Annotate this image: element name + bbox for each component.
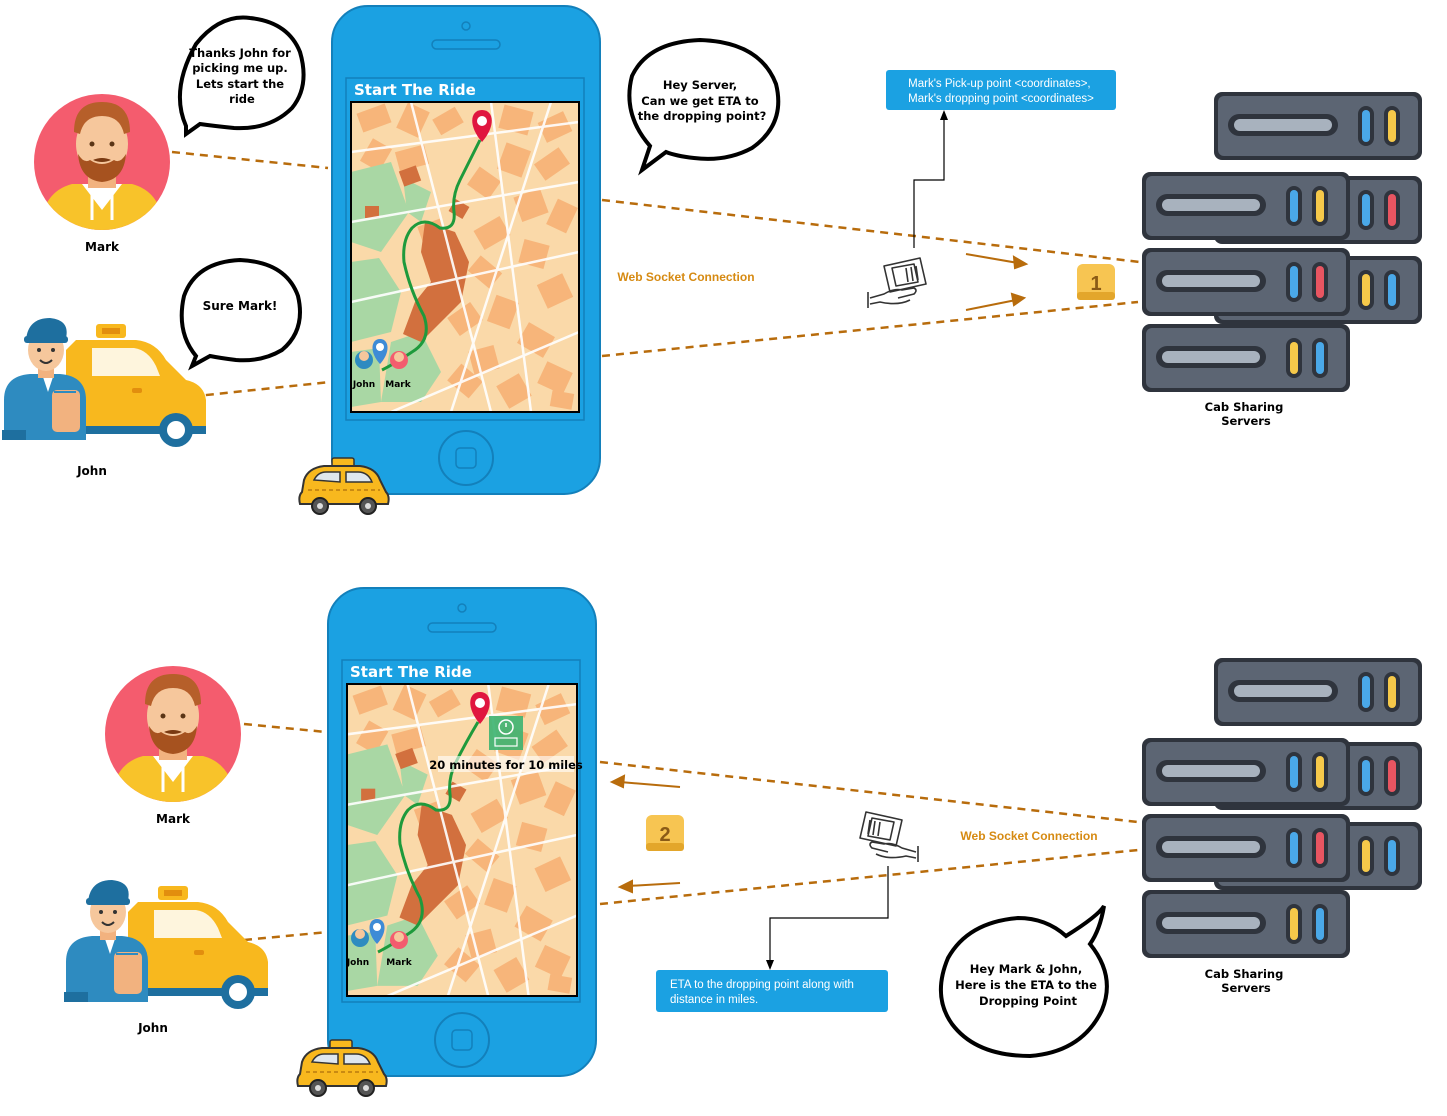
request-info-line: Mark's Pick-up point <coordinates>, [908, 78, 1090, 90]
server-speech-line: Here is the ETA to the [955, 978, 1097, 992]
phone-speaker-icon [427, 622, 497, 633]
phone-camera-icon [457, 603, 467, 613]
server-label-line: Cab Sharing [1205, 967, 1284, 981]
dashed-links [243, 722, 1139, 942]
step-badge-number: 1 [1090, 273, 1101, 295]
mark-speech-line: Thanks John for [189, 46, 291, 60]
john-with-taxi-icon [63, 879, 269, 1010]
map-view[interactable] [346, 683, 578, 997]
request-arrows [965, 253, 1029, 311]
map-label-john: John [346, 958, 369, 968]
server-label-line: Cab Sharing [1205, 400, 1284, 414]
step-badge-number: 2 [659, 824, 670, 846]
response-connector [769, 866, 889, 962]
svg-text:Cab Sharing Servers: Cab Sharing Servers [1205, 400, 1288, 428]
connection-label: Web Socket Connection [960, 829, 1097, 843]
server-speech-line: Dropping Point [979, 994, 1077, 1008]
phone-device: Start The Ride John Mark [331, 5, 601, 495]
step-badge: 1 [1077, 264, 1115, 300]
server-stack-icon [1142, 92, 1422, 392]
svg-text:ETA to the dropping point alon: ETA to the dropping point along with dis… [670, 979, 857, 1006]
phone-home-button[interactable] [438, 430, 494, 486]
phone-speech-line: Can we get ETA to [641, 94, 759, 108]
john-name-label: John [137, 1021, 168, 1035]
step-badge: 2 [646, 815, 684, 851]
response-info-line: ETA to the dropping point along with [670, 979, 854, 991]
connection-label: Web Socket Connection [617, 270, 754, 284]
server-stack-icon [1142, 658, 1422, 958]
phone-camera-icon [461, 21, 471, 31]
mark-speech-bubble: Thanks John for picking me up. Lets star… [177, 15, 306, 138]
svg-text:Cab Sharing Servers: Cab Sharing Servers [1205, 967, 1288, 995]
phone-home-button[interactable] [434, 1012, 490, 1068]
john-speech-line: Sure Mark! [203, 299, 278, 313]
mark-avatar-icon [105, 666, 241, 802]
map-label-john: John [352, 380, 375, 390]
request-info-line: Mark's dropping point <coordinates> [908, 93, 1094, 105]
phone-screen-title: Start The Ride [354, 81, 476, 99]
data-transfer-icon [859, 811, 919, 863]
mark-avatar-icon [34, 94, 170, 230]
request-connector [913, 118, 945, 248]
john-with-taxi-icon [1, 317, 207, 448]
data-transfer-icon [867, 257, 927, 309]
john-name-label: John [76, 464, 107, 478]
map-label-mark: Mark [385, 380, 411, 390]
eta-clock-icon [489, 716, 523, 750]
server-label-line: Servers [1221, 981, 1271, 995]
map-view[interactable] [350, 101, 580, 413]
john-speech-bubble: Sure Mark! [179, 257, 302, 371]
bottom-section: Mark John Start The Ride [63, 587, 1422, 1097]
eta-text: 20 minutes for 10 miles [429, 758, 583, 772]
response-arrows [609, 774, 681, 894]
phone-speech-line: the dropping point? [638, 109, 767, 123]
mark-speech-line: ride [229, 92, 255, 106]
phone-speech-bubble: Hey Server, Can we get ETA to the droppi… [627, 37, 781, 176]
request-info-box: Mark's Pick-up point <coordinates>, Mark… [886, 70, 1116, 110]
svg-text:Hey Mark & John, Here: Hey Mark & John, Here is the ETA to the … [955, 962, 1101, 1008]
mark-speech-line: picking me up. [192, 61, 288, 75]
phone-speaker-icon [431, 39, 501, 50]
dashed-links [171, 150, 1141, 400]
svg-text:Hey Server, Can we get: Hey Server, Can we get ETA to the droppi… [638, 78, 767, 123]
server-speech-bubble: Hey Mark & John, Here is the ETA to the … [938, 904, 1109, 1059]
phone-screen-title: Start The Ride [350, 663, 472, 681]
mark-speech-line: Lets start the [196, 77, 284, 91]
svg-text:Mark's Pick-up point <coordina: Mark's Pick-up point <coordinates>, Mark… [908, 78, 1094, 105]
response-info-line: distance in miles. [670, 994, 758, 1006]
phone-speech-line: Hey Server, [663, 78, 737, 92]
server-label-line: Servers [1221, 414, 1271, 428]
server-speech-line: Hey Mark & John, [970, 962, 1082, 976]
svg-text:Thanks John for pickin: Thanks John for picking me up. Lets star… [189, 46, 295, 106]
map-label-mark: Mark [386, 958, 412, 968]
phone-device: Start The Ride 20 minutes for 10 miles [327, 587, 597, 1077]
mark-name-label: Mark [156, 812, 191, 826]
route-line [381, 139, 482, 372]
response-info-box: ETA to the dropping point along with dis… [656, 970, 888, 1012]
top-section: Mark Thanks John for picking me up. Lets… [1, 5, 1422, 515]
mark-name-label: Mark [85, 240, 120, 254]
